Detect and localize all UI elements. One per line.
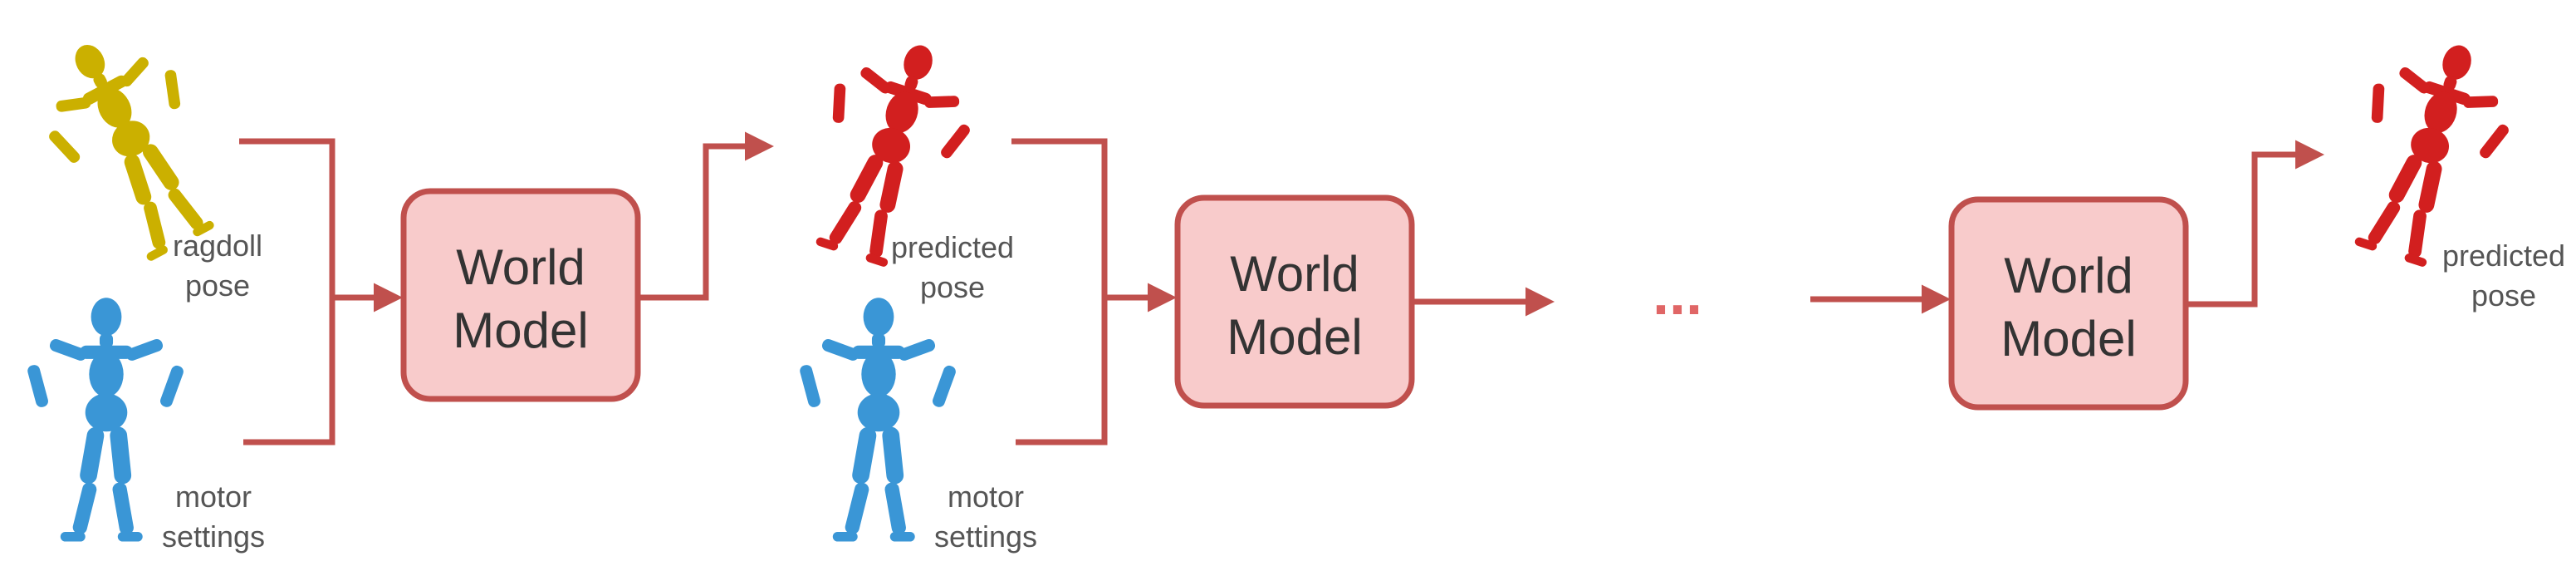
world-model-3-label-line2: Model [2001,311,2136,367]
world-model-1-label-line2: Model [453,303,588,358]
motor-figure-icon [798,298,957,542]
final-predicted-pose-label-line1: predicted [2442,239,2565,273]
predicted-pose-label-line1: predicted [891,230,1014,264]
ragdoll-pose-label-line1: ragdoll [173,229,262,263]
stage-2-input-bracket [1011,138,1108,445]
world-model-3-label-line1: World [2004,248,2133,303]
motor-settings-label-line1: motor [948,480,1024,514]
world-model-1-label-line1: World [456,239,585,295]
final-predicted-pose-label-line2: pose [2471,278,2536,313]
stage-1-input-bracket [239,138,335,445]
ellipsis-continuation: ... [1653,261,1702,327]
motor-settings-label-line1: motor [175,480,252,514]
world-model-box-3 [1948,196,2189,411]
motor-settings-label-line2: settings [934,519,1037,554]
ragdoll-pose-label-line2: pose [185,268,250,303]
motor-settings-label-line2: settings [162,519,265,554]
stage-n-output-arrow [2187,140,2324,308]
predicted-pose-label-line2: pose [920,270,985,304]
motor-figure-icon [26,298,185,542]
stage-n: World Model predicted pose [1810,23,2565,411]
stage-2: predicted pose motor settings World Mode… [785,23,1555,554]
stage-1-output-arrow [639,131,774,301]
stage-1: ragdoll pose motor settings World Model [17,12,774,554]
world-model-box-1 [400,188,641,402]
world-model-2-label-line2: Model [1227,309,1362,365]
world-model-2-label-line1: World [1230,246,1359,302]
world-model-box-2 [1174,194,1415,409]
